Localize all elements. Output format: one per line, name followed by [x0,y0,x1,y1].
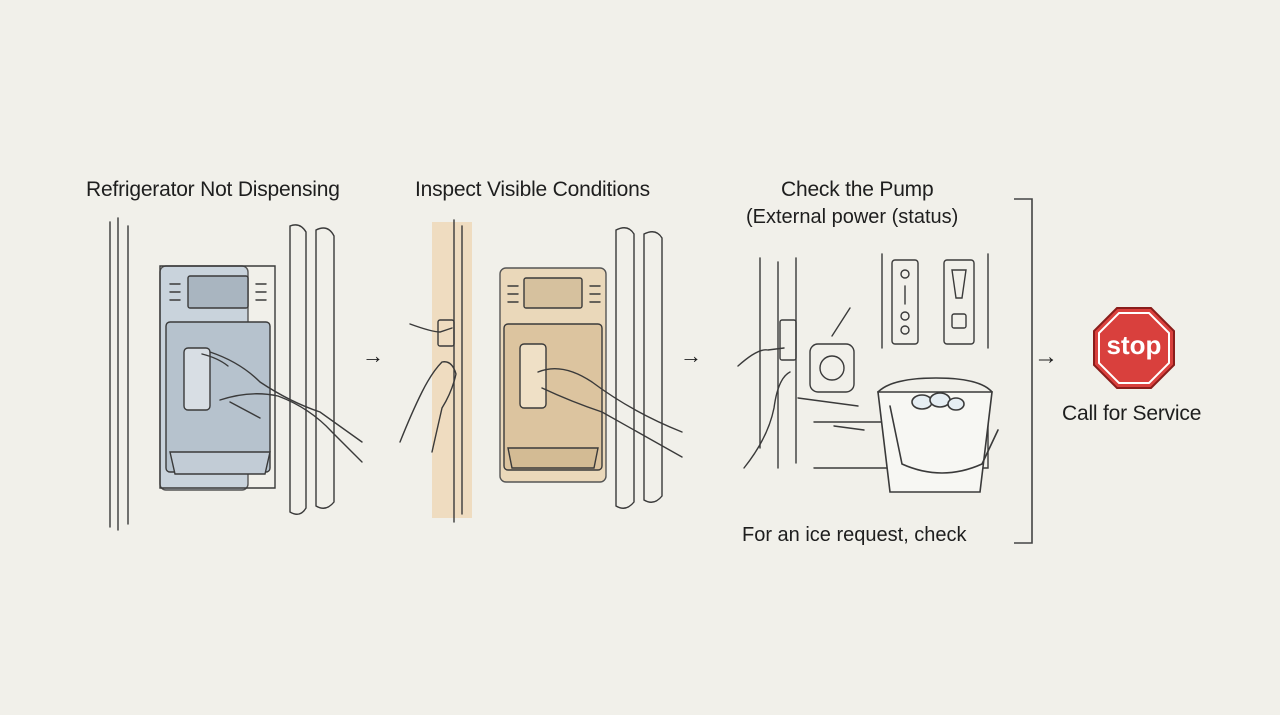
arrow-1: → [362,343,384,368]
arrow-3: → [1034,343,1058,370]
stop-sign-icon [1093,307,1175,389]
bracket [1010,196,1040,546]
ice-bucket-icon [872,372,1002,502]
step4-title: Call for Service [1062,402,1202,425]
step3-subtitle: (External power (status) [746,206,959,228]
pump-plug-icon [738,248,1008,478]
step2-title: Inspect Visible Conditions [415,178,650,201]
step1-title: Refrigerator Not Dispensing [86,178,340,201]
inspect-hand-icon [392,212,692,532]
arrow-2: → [680,343,702,368]
step3-caption: For an ice request, check [742,524,967,546]
step3-title: Check the Pump [781,178,934,201]
stop-sign-text: stop [1106,330,1162,360]
dispenser-press-icon [100,212,360,532]
